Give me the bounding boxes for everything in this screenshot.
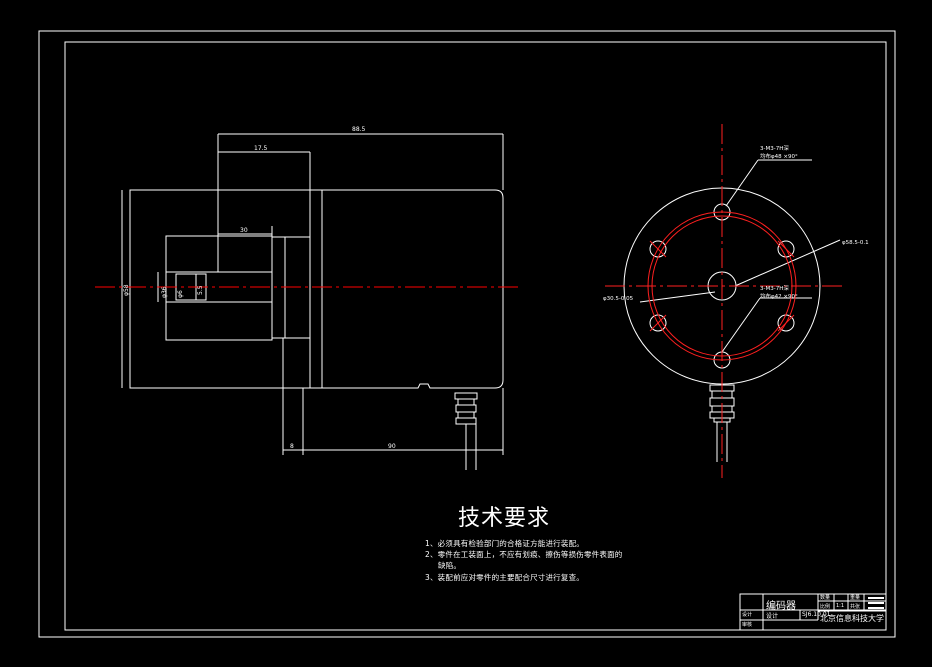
dim-shaft-dia: φ6: [177, 290, 184, 298]
callout-top-1: 3-M3-7H深: [760, 144, 789, 152]
title-label-qty: 数量: [820, 595, 831, 601]
dim-key: 5.5: [197, 285, 204, 295]
title-row-label-2: 审核: [742, 622, 753, 628]
requirements-heading: 技术要求: [458, 506, 551, 531]
side-view-dimensions: 88.5 17.5 30 90 8 φ58 φ36 φ6 5.5: [123, 126, 396, 450]
dim-shaft: 30: [240, 227, 248, 234]
title-designer: 设计: [766, 613, 779, 620]
title-part-name: 编码器: [766, 601, 796, 612]
requirement-item-1: 1、必须具有检验部门的合格证方能进行装配。: [425, 539, 584, 548]
callout-bottom-2: 均布φ42 ×90°: [760, 292, 798, 300]
requirement-item-3: 3、装配前应对零件的主要配合尺寸进行复查。: [425, 573, 584, 582]
dim-flange: 17.5: [254, 145, 268, 152]
sheet-border: [38, 30, 896, 638]
title-label-weight: 重量: [850, 595, 861, 601]
title-block: [739, 593, 887, 631]
dim-hub-dia: φ36: [161, 286, 168, 298]
dim-total-length: 88.5: [352, 126, 366, 133]
front-view-callouts: 3-M3-7H深 均布φ48 ×90° φ58.5-0.1 3-M3-7H深 均…: [603, 144, 869, 302]
callout-bottom-1: 3-M3-7H深: [760, 284, 789, 292]
side-view: [121, 133, 504, 470]
title-drawing-no: SJ6.10.01: [802, 611, 831, 618]
callout-right: φ58.5-0.1: [842, 240, 869, 246]
title-sheet: 共张: [850, 604, 861, 610]
requirement-item-2: 2、零件在工装面上，不应有划痕、擦伤等损伤零件表面的: [425, 550, 623, 559]
title-scale: 1:1: [836, 603, 845, 609]
callout-left: φ30.5-0.05: [603, 296, 634, 302]
dim-bottom: 90: [388, 443, 396, 450]
callout-top-2: 均布φ48 ×90°: [760, 152, 798, 160]
title-school: 北京信息科技大学: [820, 614, 884, 623]
title-material: 比例: [820, 604, 831, 610]
dim-body-dia: φ58: [123, 284, 130, 296]
front-view-red: [605, 124, 842, 478]
dim-small: 8: [290, 443, 294, 450]
title-row-label-1: 设计: [742, 612, 753, 618]
requirement-item-2-cont: 缺陷。: [438, 561, 462, 570]
